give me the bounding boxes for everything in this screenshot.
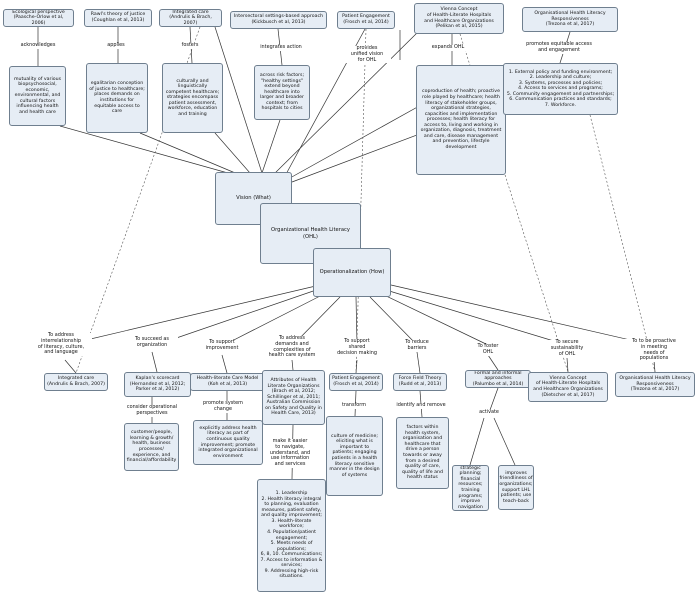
operationalization-node[interactable]: Operationalization (How) (313, 248, 391, 297)
patient-engagement-bottom-node[interactable]: Patient Engagement (Frosch et al, 2014) (329, 373, 383, 391)
force-field-node[interactable]: Force Field Theory (Rudd et al, 2013) (393, 373, 447, 391)
edge-formal-activate (489, 387, 499, 411)
ecological-node[interactable]: Ecological perspective (Paasche-Orlow et… (3, 9, 74, 27)
policy-list-node[interactable]: 1. External policy and funding environme… (503, 63, 618, 115)
edge-op-hlcm (223, 291, 329, 346)
edge-p8 (566, 357, 569, 373)
edge-p1 (64, 359, 77, 374)
label-promotes-access: promotes equitable access and engagement (517, 41, 601, 54)
label-address-interrelationship: To address interrelationship of literacy… (30, 332, 92, 357)
customer-perspectives-node[interactable]: customer/people, learning & growth/ heal… (124, 423, 179, 471)
label-foster-ohl: To foster OHL (474, 343, 502, 356)
edge-activate-improves (493, 417, 516, 466)
label-consider-perspectives: consider operational perspectives (124, 404, 180, 417)
culturally-competent-node[interactable]: culturally and linguistically competent … (162, 63, 223, 133)
label-expands-ohl: expands OHL (429, 44, 467, 51)
edge-p6 (416, 351, 421, 374)
label-activate: activate (476, 409, 502, 416)
intersectoral-node[interactable]: Intersectoral settings-based approach (K… (230, 11, 327, 29)
ohlr-top-node[interactable]: Organisational Health Literacy Responsiv… (522, 7, 618, 32)
edge-culturally-vision (214, 132, 251, 174)
ohlr-bottom-node[interactable]: Organisational Health Literacy Responsiv… (615, 372, 695, 397)
edge-integratedtop-vision (214, 26, 263, 174)
edge-op-formal (379, 292, 489, 346)
edge-p3 (221, 354, 228, 374)
label-promote-change: promote system change (200, 400, 246, 413)
label-acknowledges: acknowledges (18, 42, 58, 49)
label-fosters: fosters (174, 42, 206, 49)
explicitly-address-node[interactable]: explicitly address health literacy as pa… (193, 420, 263, 465)
label-secure-sustainability: To secure sustainability of OHL (546, 339, 588, 358)
label-integrates-action: integrates action (254, 44, 308, 51)
edge-p7 (487, 354, 499, 371)
edge-op-force (369, 296, 418, 346)
vienna-bottom-node[interactable]: Vienna Concept of Health-Literate Hospit… (528, 372, 608, 402)
edge-egalitarian-vision (139, 132, 241, 176)
label-transform: transform (338, 402, 370, 409)
label-support-decision: To support shared decision making (332, 338, 382, 357)
label-address-demands: To address demands and complexities of h… (260, 335, 324, 360)
edge-op-ohlr (390, 284, 653, 346)
label-be-proactive: To to be proactive in meeting needs of p… (624, 338, 684, 363)
patient-engagement-top-node[interactable]: Patient Engagement (Frosch et al, 2014) (337, 11, 395, 29)
dashed-patient-link (355, 28, 367, 374)
edge-p4 (291, 359, 294, 371)
edge-op-integrated (64, 284, 321, 346)
label-reduce-barriers: To reduce barriers (400, 339, 434, 352)
mutuality-node[interactable]: mutuality of various biopsychosocial, ec… (9, 66, 66, 126)
edge-coproduction-vision (289, 99, 431, 179)
label-identify-remove: identify and remove (396, 402, 446, 409)
strategic-planning-node[interactable]: strategic planning; financial resources;… (452, 465, 489, 511)
improves-friendliness-node[interactable]: improves friendliness of organizations; … (498, 465, 534, 510)
label-make-easier: make it easier to navigate, understand, … (263, 438, 317, 468)
coproduction-node[interactable]: coproduction of health; proactive role p… (416, 65, 506, 175)
label-provides-vision: provides unified vision for OHL (343, 45, 391, 64)
integrated-care-top-node[interactable]: Integrated care (Andrulis & Brach, 2007) (159, 9, 222, 27)
kaplan-node[interactable]: Kaplan's scorecard (Hernandez et al, 201… (124, 372, 191, 397)
dashed-ohlr-link (589, 114, 656, 373)
edge-op-vienna (385, 289, 568, 346)
label-support-improvement: To support improvement (201, 339, 243, 352)
label-succeed-organization: To succeed as organization (126, 336, 178, 349)
label-applies: applies (100, 42, 132, 49)
edge-acrossrisk-vision (261, 119, 281, 174)
edge-vienna-vision (271, 29, 421, 177)
dashed-vienna-link (459, 33, 569, 373)
health-literate-care-model-node[interactable]: Health-literate Care Model (Koh et al, 2… (190, 373, 265, 391)
edge-mutuality-vision (59, 125, 236, 176)
leadership-list-node[interactable]: 1. Leadership 2. Health literacy integra… (257, 479, 326, 592)
formal-informal-node[interactable]: Formal and informal approaches (Palumbo … (465, 370, 531, 388)
across-risk-node[interactable]: across risk factors; "healthy settings" … (254, 65, 310, 120)
edge-op-kaplan (155, 287, 323, 346)
factors-node[interactable]: factors within health system, organisati… (396, 417, 449, 489)
integrated-care-bottom-node[interactable]: Integrated care (Andrulis & Brach, 2007) (44, 373, 108, 391)
edge-activate-strategic (469, 417, 485, 466)
edge-p2 (151, 351, 158, 373)
rawls-node[interactable]: Rawl's theory of justice (Coughlan et al… (84, 9, 152, 27)
egalitarian-node[interactable]: egalitarian conception of justice to hea… (86, 63, 148, 133)
vienna-top-node[interactable]: Vienna Concept of Health-Literate Hospit… (414, 3, 504, 34)
attributes-node[interactable]: Attributes of Health Literate Organizati… (262, 370, 325, 425)
culture-of-medicine-node[interactable]: culture of medicine; eliciting what is i… (326, 416, 383, 496)
